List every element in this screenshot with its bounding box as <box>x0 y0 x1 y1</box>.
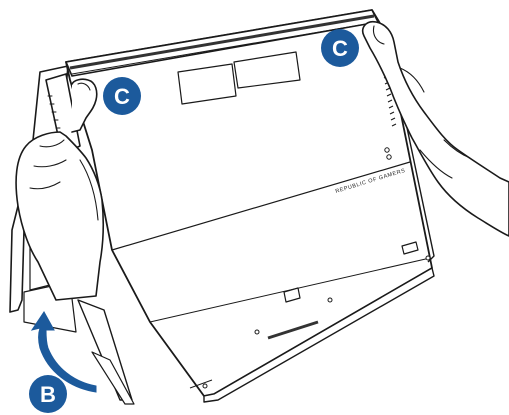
callout-circle <box>29 375 67 413</box>
laptop-bottom-case <box>65 9 435 403</box>
callout-circle <box>321 29 359 67</box>
screw <box>327 297 333 303</box>
screw <box>254 329 260 335</box>
screw <box>202 383 208 389</box>
callout-c-left: C <box>103 77 141 115</box>
callout-label: B <box>40 382 56 407</box>
right-hand <box>361 20 509 237</box>
screw <box>386 154 392 160</box>
screw <box>384 147 390 153</box>
left-hand <box>15 73 105 301</box>
callout-c-right: C <box>321 29 359 67</box>
callout-label: C <box>114 84 130 109</box>
callout-b: B <box>29 375 67 413</box>
callout-circle <box>103 77 141 115</box>
rubber-foot <box>401 241 419 255</box>
callout-label: C <box>332 36 348 61</box>
rotation-arrow <box>30 311 97 393</box>
screw <box>425 255 431 261</box>
rubber-foot <box>283 287 301 303</box>
